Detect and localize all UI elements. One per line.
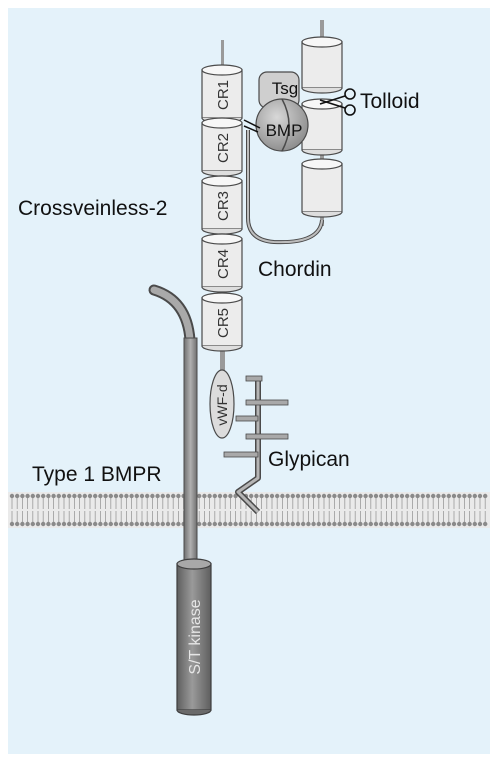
cr-domain-label: CR2	[215, 133, 232, 163]
cr-domain-5: CR5	[201, 292, 243, 352]
kinase-label: S/T kinase	[187, 599, 204, 674]
cr-domain-2: CR2	[201, 117, 243, 177]
cr-domain-label: CR4	[215, 249, 232, 279]
type1-bmpr-label: Type 1 BMPR	[32, 463, 162, 486]
cr-domain-4: CR4	[201, 233, 243, 293]
type1-bmpr-receptor	[148, 284, 198, 567]
cell-membrane	[8, 492, 490, 528]
vwf-d-domain: vWF-d	[209, 369, 235, 439]
scissors-icon	[319, 88, 356, 116]
chordin-cylinder-2	[301, 98, 343, 156]
crossveinless-label: Crossveinless-2	[18, 197, 167, 220]
cr-domain-label: CR3	[215, 191, 232, 221]
cr-domain-1: CR1	[201, 64, 243, 124]
chordin-label: Chordin	[258, 258, 332, 281]
kinase-domain: S/T kinase	[176, 558, 212, 716]
vwf-label: vWF-d	[214, 384, 230, 425]
cr-domain-label: CR5	[215, 308, 232, 338]
bmp-label: BMP	[266, 121, 303, 140]
bmp-ligand: BMP	[243, 98, 309, 152]
tsg-label: Tsg	[272, 79, 298, 98]
tsg-protein: Tsg	[258, 71, 300, 109]
cr-domain-label: CR1	[215, 80, 232, 110]
glypican-protein	[223, 375, 289, 515]
cr-domain-3: CR3	[201, 175, 243, 235]
chordin-cylinder-1	[301, 36, 343, 94]
tolloid-label: Tolloid	[360, 90, 420, 113]
chordin-protein	[246, 20, 343, 245]
tolloid-protease: Tolloid	[319, 88, 420, 116]
chordin-cylinder-3	[301, 158, 343, 218]
glypican-label: Glypican	[268, 448, 350, 471]
